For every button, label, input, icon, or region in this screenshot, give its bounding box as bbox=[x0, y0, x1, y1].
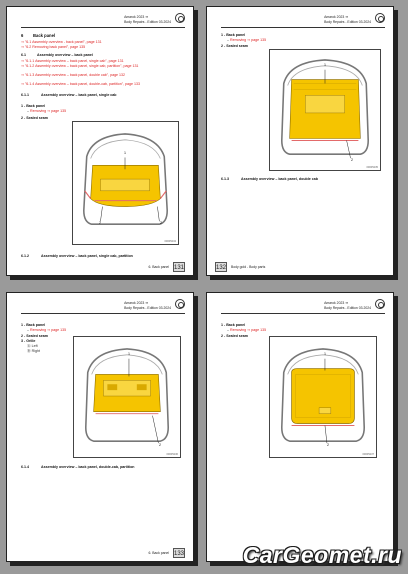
link-6-1-1[interactable]: ⇒ "6.1.1 Assembly overview – back panel,… bbox=[21, 59, 124, 63]
page-header: Amarok 2023 ➜ Body Repairs - Edition 03.… bbox=[324, 301, 371, 310]
legend-item-1: 1 - Back panel bbox=[21, 104, 46, 108]
header-edition: Body Repairs - Edition 03.2024 bbox=[324, 19, 371, 24]
manual-page-134: Amarok 2023 ➜ Body Repairs - Edition 03.… bbox=[206, 292, 394, 562]
header-edition: Body Repairs - Edition 03.2024 bbox=[124, 305, 171, 310]
subsection-number: 6.1.3 bbox=[221, 177, 229, 181]
bullet-icon: – bbox=[227, 38, 230, 42]
legend-item-1: 1 - Back panel bbox=[221, 33, 246, 37]
subsection-title: Assembly overview – back panel, single c… bbox=[41, 254, 133, 258]
figure-id: 00005237 bbox=[362, 453, 374, 456]
callout-2: 2 bbox=[159, 443, 161, 447]
callout-2: 2 bbox=[160, 221, 162, 225]
removing-link[interactable]: Removing ⇒ page 135 bbox=[230, 38, 267, 42]
subsection-title: Assembly overview – back panel, double c… bbox=[241, 177, 318, 181]
legend-item-1-sub: – Removing ⇒ page 135 bbox=[227, 328, 266, 333]
legend-item-2: 2 - Sealed seam bbox=[21, 116, 48, 120]
section-number: 6 bbox=[21, 33, 24, 38]
figure-id: 00005235 bbox=[366, 166, 378, 169]
legend-item-2: 2 - Sealed seam bbox=[221, 44, 248, 48]
figure-id: 00005236 bbox=[166, 453, 178, 456]
header-model: Amarok 2023 ➜ bbox=[324, 15, 349, 19]
subsection-title: Assembly overview – back panel, double-c… bbox=[41, 465, 135, 469]
vehicle-illustration bbox=[83, 133, 168, 225]
page-header: Amarok 2023 ➜ Body Repairs - Edition 03.… bbox=[124, 15, 171, 24]
bullet-icon: – bbox=[27, 109, 30, 113]
header-rule bbox=[21, 313, 185, 314]
legend-item-3-sub-left: Ⓐ Left bbox=[27, 344, 38, 348]
header-model: Amarok 2023 ➜ bbox=[324, 301, 349, 305]
page-footer: 6. Back panel bbox=[148, 551, 169, 555]
page-number: 133 bbox=[173, 551, 184, 557]
legend-item-1-sub: – Removing ⇒ page 135 bbox=[27, 328, 66, 333]
manual-page-133: Amarok 2023 ➜ Body Repairs - Edition 03.… bbox=[6, 292, 194, 562]
link-6-1-3[interactable]: ⇒ "6.1.3 Assembly overview – back panel,… bbox=[21, 73, 126, 77]
legend-item-2: 2 - Sealed seam bbox=[21, 334, 48, 338]
callout-2: 2 bbox=[327, 443, 329, 447]
legend-item-1-sub: – Removing ⇒ page 135 bbox=[27, 109, 66, 114]
subsection-number: 6.1.2 bbox=[21, 254, 29, 258]
subsection-number: 6.1 bbox=[21, 53, 26, 57]
subsection-number: 6.1.1 bbox=[21, 93, 29, 97]
callout-2: 2 bbox=[99, 221, 101, 225]
section-title: Back panel bbox=[33, 33, 56, 38]
figure-back-panel-double-cab: 1 2 00005235 bbox=[269, 49, 381, 171]
callout-1: 1 bbox=[128, 352, 130, 356]
header-edition: Body Repairs - Edition 03.2024 bbox=[324, 305, 371, 310]
manual-page-131: Amarok 2023 ➜ Body Repairs - Edition 03.… bbox=[6, 6, 194, 276]
subsection-title: Assembly overview – back panel bbox=[37, 53, 93, 57]
link-6-1-2[interactable]: ⇒ "6.1.2 Assembly overview – back panel,… bbox=[21, 64, 139, 68]
subsection-title: Assembly overview – back panel, single c… bbox=[41, 93, 117, 97]
legend-item-1-sub: – Removing ⇒ page 135 bbox=[227, 38, 266, 43]
legend-item-3: 3 - Grille bbox=[21, 339, 36, 343]
link-6-2[interactable]: ⇒ "6.2 Removing back panel", page 135 bbox=[21, 45, 86, 49]
header-rule bbox=[21, 27, 185, 28]
page-number: 132 bbox=[216, 265, 227, 271]
figure-back-panel-rear: 1 2 00005237 bbox=[269, 336, 377, 458]
page-number-box bbox=[173, 548, 185, 558]
link-6-1[interactable]: ⇒ "6.1 Assembly overview - back panel", … bbox=[21, 40, 102, 44]
link-6-1-4[interactable]: ⇒ "6.1.4 Assembly overview – back panel,… bbox=[21, 82, 141, 86]
legend-item-2: 2 - Sealed seam bbox=[221, 334, 248, 338]
bullet-icon: – bbox=[27, 328, 30, 332]
vehicle-illustration bbox=[280, 59, 370, 159]
page-footer: Body gold - Body parts bbox=[231, 265, 266, 269]
header-rule bbox=[221, 313, 385, 314]
removing-link[interactable]: Removing ⇒ page 135 bbox=[30, 109, 67, 113]
subsection-number: 6.1.4 bbox=[21, 465, 29, 469]
vw-logo-icon bbox=[175, 299, 185, 309]
header-model: Amarok 2023 ➜ bbox=[124, 301, 149, 305]
header-model: Amarok 2023 ➜ bbox=[124, 15, 149, 19]
manual-page-132: Amarok 2023 ➜ Body Repairs - Edition 03.… bbox=[206, 6, 394, 276]
callout-1: 1 bbox=[324, 63, 326, 67]
bullet-icon: – bbox=[227, 328, 230, 332]
removing-link[interactable]: Removing ⇒ page 135 bbox=[230, 328, 267, 332]
page-header: Amarok 2023 ➜ Body Repairs - Edition 03.… bbox=[124, 301, 171, 310]
legend-item-1: 1 - Back panel bbox=[21, 323, 46, 327]
page-number: 131 bbox=[173, 265, 184, 271]
vw-logo-icon bbox=[375, 13, 385, 23]
vw-logo-icon bbox=[375, 299, 385, 309]
figure-id: 00005234 bbox=[164, 240, 176, 243]
callout-2: 2 bbox=[351, 158, 353, 162]
watermark-logo: CarGeomet.ru bbox=[242, 542, 402, 568]
figure-back-panel-single-cab: 1 2 2 00005234 bbox=[72, 121, 179, 245]
header-rule bbox=[221, 27, 385, 28]
page-footer: 6. Back panel bbox=[148, 265, 169, 269]
page-number-box bbox=[215, 262, 227, 272]
figure-back-panel-double-cab-partition: 1 2 00005236 bbox=[73, 336, 181, 458]
callout-1: 1 bbox=[324, 352, 326, 356]
removing-link[interactable]: Removing ⇒ page 135 bbox=[30, 328, 67, 332]
page-number-box bbox=[173, 262, 185, 272]
legend-item-3-sub-right: Ⓑ Right bbox=[27, 349, 40, 353]
legend-item-1: 1 - Back panel bbox=[221, 323, 246, 327]
page-header: Amarok 2023 ➜ Body Repairs - Edition 03.… bbox=[324, 15, 371, 24]
vehicle-illustration bbox=[280, 348, 366, 444]
vw-logo-icon bbox=[175, 13, 185, 23]
header-edition: Body Repairs - Edition 03.2024 bbox=[124, 19, 171, 24]
callout-1: 1 bbox=[124, 151, 126, 155]
vehicle-illustration bbox=[84, 348, 170, 444]
